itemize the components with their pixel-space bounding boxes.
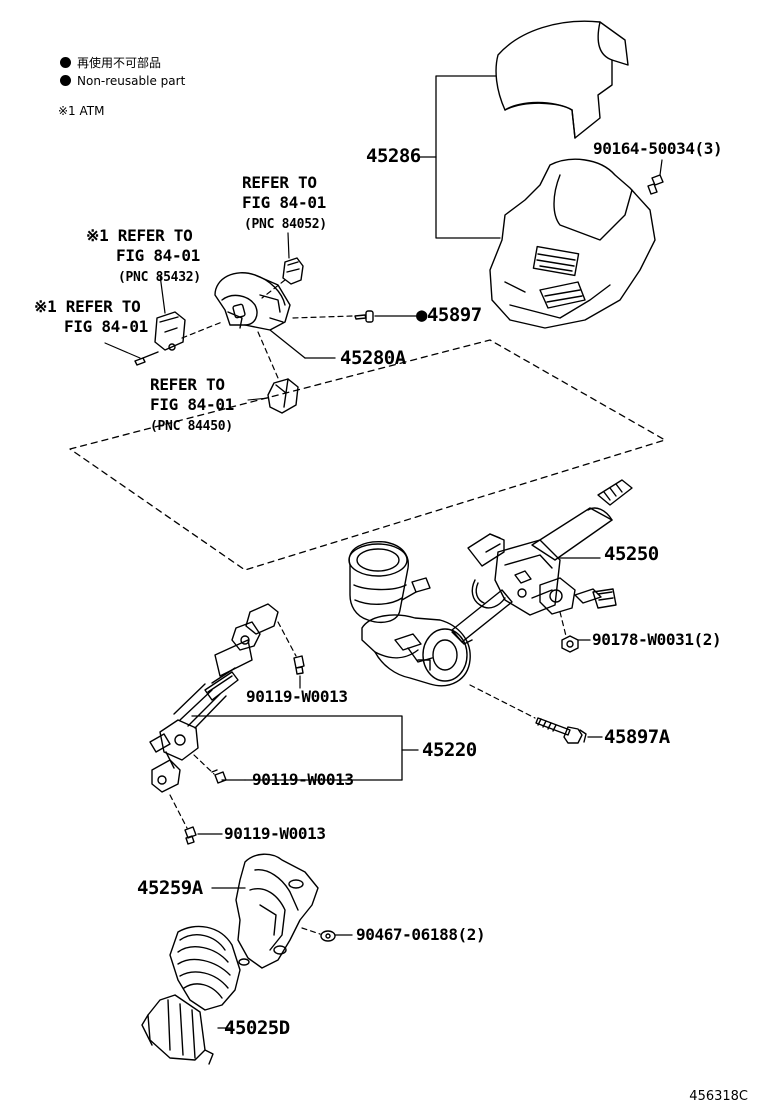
figure-id: 456318C (689, 1089, 748, 1104)
ref-pnc: (PNC 85432) (118, 270, 201, 285)
part-label-45280A[interactable]: 45280A (340, 347, 406, 369)
ref-line-2: FIG 84-01 (150, 395, 234, 414)
part-label-45286[interactable]: 45286 (366, 145, 421, 167)
refer-to-85432[interactable]: ※1 REFER TO FIG 84-01 (PNC 85432) (86, 226, 201, 288)
dashed-group-outline (69, 339, 666, 571)
ref-line-1: ※1 REFER TO (34, 297, 141, 316)
nut-90178-icon (561, 635, 579, 653)
ref-line-3: (PNC 85432) (86, 266, 201, 288)
part-label-90119-lower[interactable]: 90119-W0013 (224, 824, 326, 843)
bolt-90119-lower-icon (184, 826, 197, 845)
bolt-90119-middle-icon (211, 769, 227, 784)
ref-pnc: (PNC 84450) (150, 419, 233, 434)
steering-column-45250 (348, 479, 633, 687)
refer-to-atm[interactable]: ※1 REFER TO FIG 84-01 (34, 297, 148, 337)
screw-45897-icon (354, 310, 374, 323)
legend-non-reusable-jp: 再使用不可部品 (60, 54, 161, 71)
ref-line-2: FIG 84-01 (242, 193, 326, 212)
clip-90467-icon (320, 930, 336, 942)
ref-line-3: (PNC 84450) (150, 415, 234, 437)
legend-jp-text: 再使用不可部品 (77, 56, 162, 70)
part-label-90164[interactable]: 90164-50034(3) (593, 139, 723, 158)
screw-atm-icon (134, 351, 159, 366)
non-reusable-dot-icon (60, 57, 71, 68)
connector-84052 (282, 257, 304, 285)
part-label-45897[interactable]: ●45897 (416, 304, 482, 326)
part-label-45220[interactable]: 45220 (422, 739, 477, 761)
legend-en-text: Non-reusable part (77, 74, 186, 88)
part-label-90178[interactable]: 90178-W0031(2) (592, 630, 722, 649)
ref-line-1: REFER TO (150, 375, 225, 394)
ref-pnc: (PNC 84052) (244, 217, 327, 232)
bolt-90119-upper-icon (293, 655, 305, 675)
component-85432 (154, 311, 186, 351)
part-label-90467[interactable]: 90467-06188(2) (356, 925, 486, 944)
part-label-45250[interactable]: 45250 (604, 543, 659, 565)
bolt-45897A-icon (535, 717, 587, 744)
steering-boot-45025D (141, 925, 241, 1065)
leader-45220 (191, 715, 403, 781)
screw-90164-icon (647, 174, 664, 195)
ref-line-2: FIG 84-01 (116, 246, 200, 265)
legend-atm-note: ※1 ATM (58, 104, 105, 118)
legend-non-reusable-en: Non-reusable part (60, 74, 185, 88)
leader-45286 (435, 75, 501, 239)
part-label-45897A[interactable]: 45897A (604, 726, 670, 748)
ref-line-1: ※1 REFER TO (86, 226, 193, 245)
non-reusable-dot-icon (60, 75, 71, 86)
part-label-90119-upper[interactable]: 90119-W0013 (246, 687, 348, 706)
ref-line-3: (PNC 84052) (242, 213, 327, 235)
ref-line-2: FIG 84-01 (64, 317, 148, 336)
lower-column-cover (489, 158, 656, 329)
intermediate-shaft-45220 (149, 603, 279, 793)
refer-to-84052[interactable]: REFER TO FIG 84-01 (PNC 84052) (242, 173, 327, 235)
part-label-90119-middle[interactable]: 90119-W0013 (252, 770, 354, 789)
refer-to-84450[interactable]: REFER TO FIG 84-01 (PNC 84450) (150, 375, 234, 437)
switch-bracket-45280A (214, 272, 291, 331)
part-label-45259A[interactable]: 45259A (137, 877, 203, 899)
column-hole-cover-45259A (235, 853, 319, 969)
upper-column-cover (495, 20, 629, 139)
part-label-45025D[interactable]: 45025D (224, 1017, 290, 1039)
ref-line-1: REFER TO (242, 173, 317, 192)
